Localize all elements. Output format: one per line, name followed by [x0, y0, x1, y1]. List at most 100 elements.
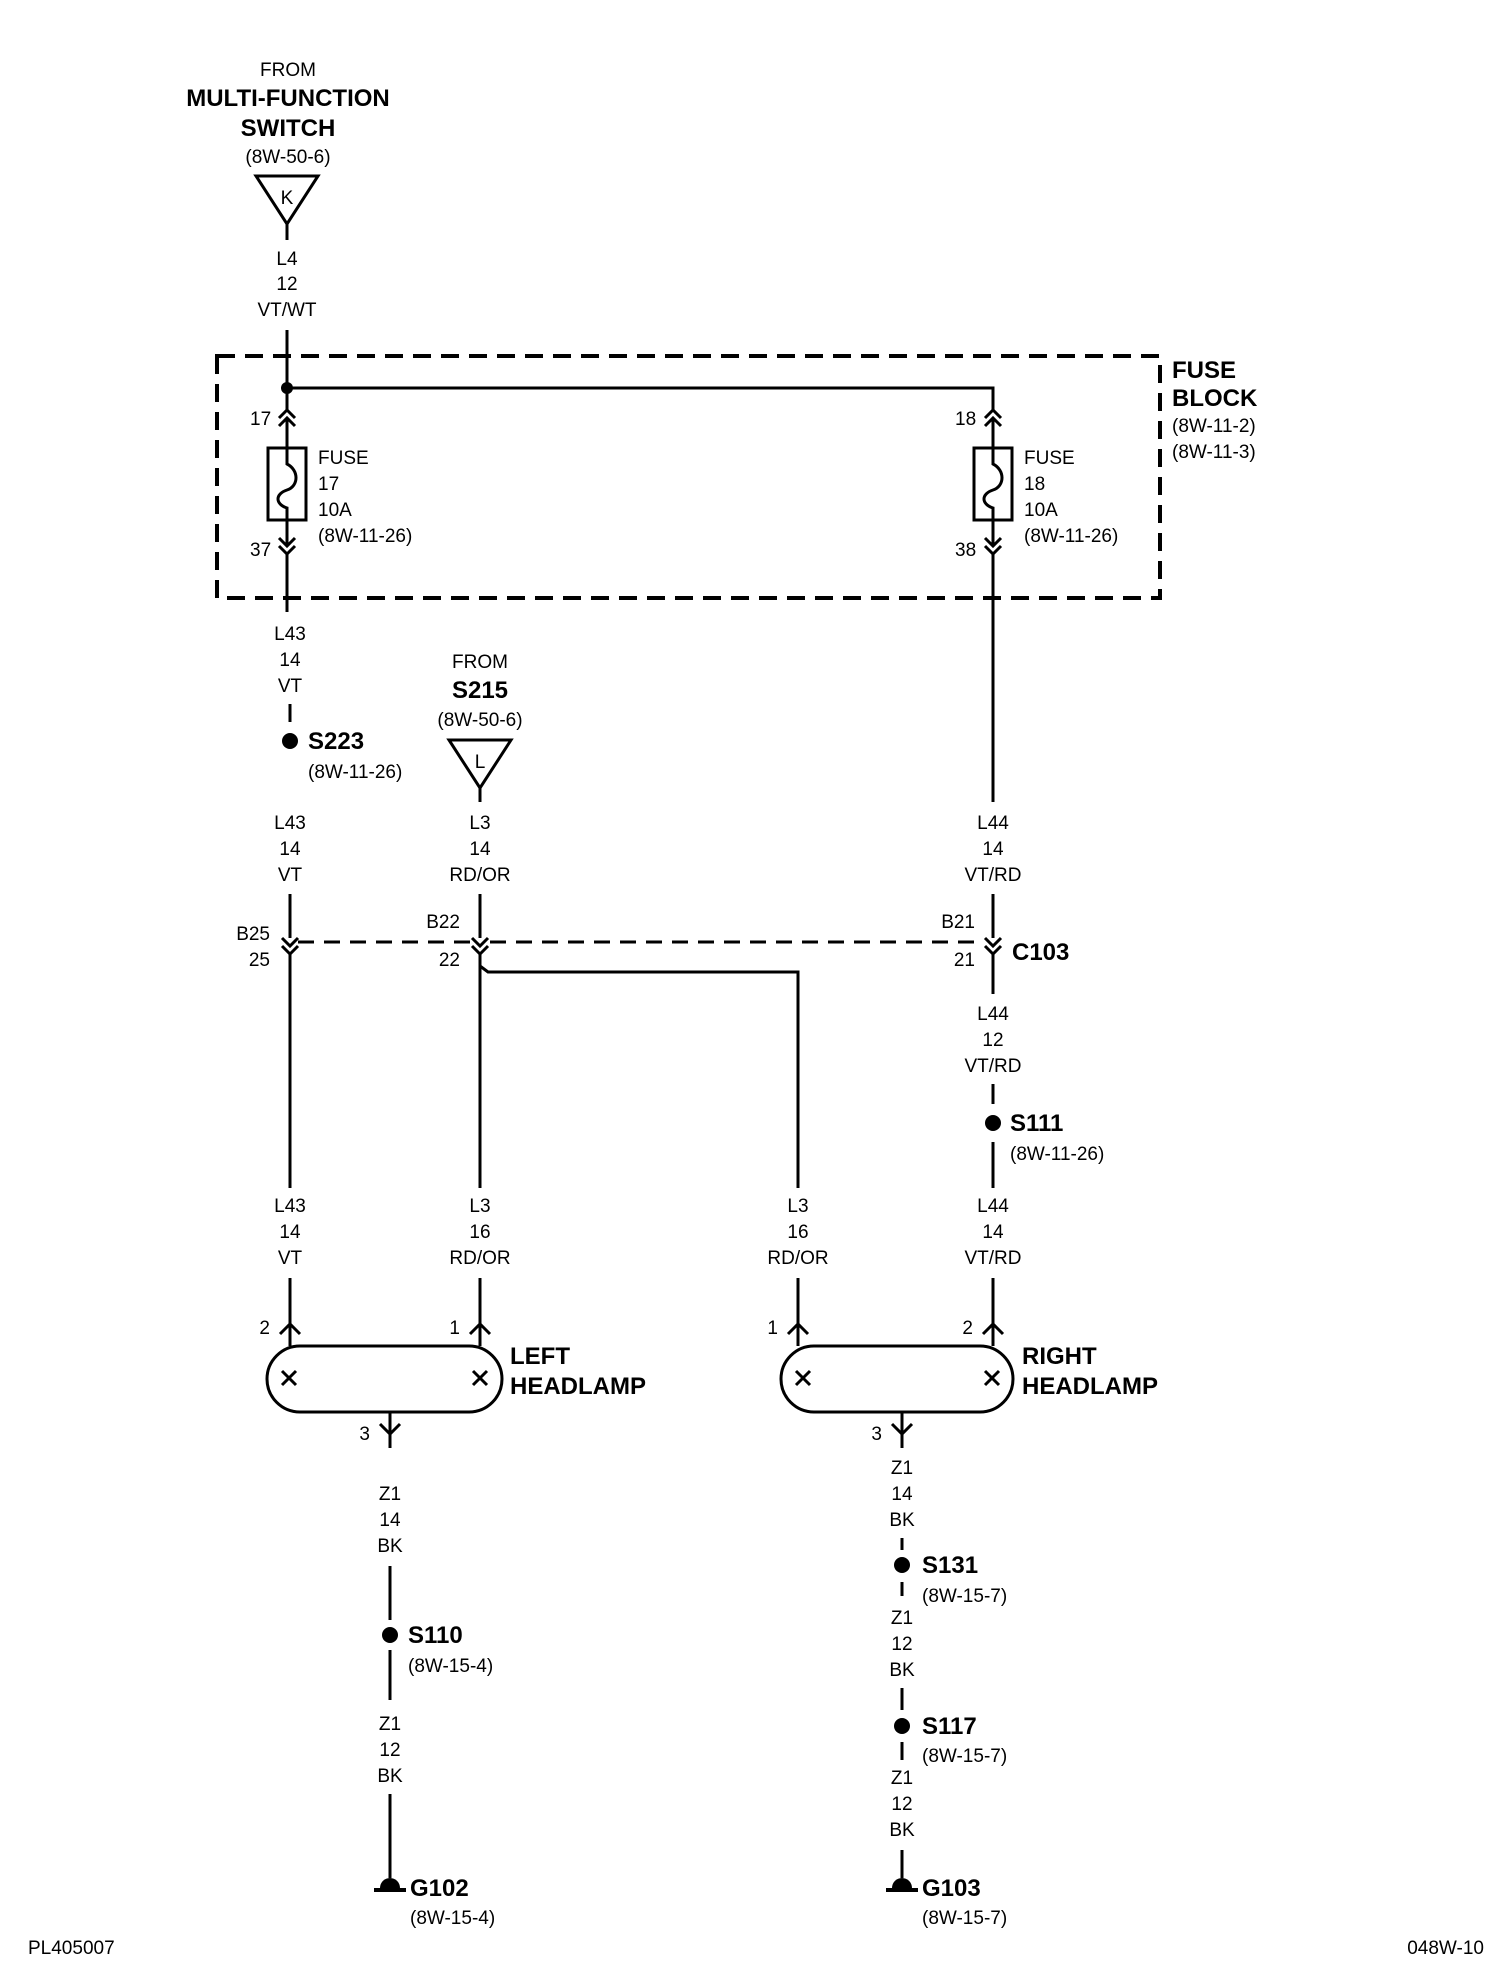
splice-s111-ref: (8W-11-26): [1010, 1144, 1104, 1165]
wire-l44c-circuit: L44: [977, 1196, 1009, 1217]
ground-g102-name: G102: [410, 1875, 469, 1902]
fuse-element: [982, 448, 1004, 520]
fuse-18: 18 38 FUSE 18 10A (8W-11-26): [955, 407, 1118, 561]
wire-l44b-circuit: L44: [977, 1004, 1009, 1025]
fuse-18-label: FUSE: [1024, 448, 1075, 469]
wire-l43b-color: VT: [278, 865, 303, 886]
s215-ref: (8W-50-6): [437, 710, 522, 731]
ground-cap: [892, 1878, 912, 1888]
wire-l43c-gauge: 14: [279, 1222, 301, 1243]
fuse-18-ref: (8W-11-26): [1024, 526, 1118, 547]
splice-s111-name: S111: [1010, 1110, 1063, 1137]
fuse-18-pin-out: 38: [955, 540, 976, 561]
splice-s223-ref: (8W-11-26): [308, 762, 402, 783]
footer-left-code: PL405007: [28, 1938, 115, 1959]
splice-s223-dot: [282, 733, 298, 749]
lh-ground-wire-circuit: Z1: [379, 1484, 401, 1505]
wire-l3d-color: RD/OR: [767, 1248, 828, 1269]
fuse-17-pin-in: 17: [250, 409, 271, 430]
ground-g102-symbol: [374, 1878, 406, 1892]
c103-pin-b25: B25: [236, 924, 270, 945]
fuse-17-number: 17: [318, 474, 339, 495]
lamp-body: [779, 1344, 1015, 1414]
splice-s223-name: S223: [308, 728, 364, 755]
pin-chevron: [470, 936, 490, 949]
pin-chevron: [983, 936, 1003, 949]
wire-l43b-circuit: L43: [274, 813, 306, 834]
wire-l3c-circuit: L3: [469, 1196, 490, 1217]
right-headlamp: 1 2 RIGHT HEADLAMP 3: [767, 1318, 1158, 1448]
source-name-line2: SWITCH: [241, 115, 336, 142]
wire-l3c-color: RD/OR: [449, 1248, 510, 1269]
rh-ground-wire-c-gauge: 12: [891, 1794, 912, 1815]
connector-triangle-l: [446, 738, 514, 791]
splice-s131-ref: (8W-15-7): [922, 1586, 1007, 1607]
ground-g103-ref: (8W-15-7): [922, 1908, 1007, 1929]
footer-right-code: 048W-10: [1407, 1938, 1484, 1959]
lh-ground-wire-b-gauge: 12: [379, 1740, 400, 1761]
wire-l43-gauge: 14: [279, 650, 301, 671]
rh-ground-wire-b-circuit: Z1: [891, 1608, 913, 1629]
wire-l43-color: VT: [278, 676, 303, 697]
fuse-block-outline: [215, 354, 1162, 600]
splice-s111-dot: [985, 1115, 1001, 1131]
wire-l44-circuit: L44: [977, 813, 1009, 834]
pin-chevron: [280, 936, 300, 949]
wire-l4-gauge: 12: [276, 274, 297, 295]
fuse-18-number: 18: [1024, 474, 1045, 495]
pin-chevron: [277, 407, 297, 420]
wire-l3-circuit: L3: [469, 813, 490, 834]
wire-l43c-color: VT: [278, 1248, 303, 1269]
rh-ground-wire-a-gauge: 14: [891, 1484, 913, 1505]
ground-g103-name: G103: [922, 1875, 981, 1902]
fuse-block-title-line2: BLOCK: [1172, 385, 1258, 412]
wire-l4-circuit: L4: [276, 249, 298, 270]
left-headlamp-pin-b: 1: [449, 1318, 460, 1339]
right-headlamp-pin-a: 1: [767, 1318, 778, 1339]
fuse-17-pin-out: 37: [250, 540, 271, 561]
lamp-filament-x: [794, 1369, 812, 1387]
source-name-line1: MULTI-FUNCTION: [186, 85, 390, 112]
rh-ground-wire-b-gauge: 12: [891, 1634, 912, 1655]
ground-g103-symbol: [886, 1878, 918, 1892]
c103-chevrons: [280, 936, 1003, 957]
rh-ground-wire-a-color: BK: [889, 1510, 915, 1531]
wire-l43c-circuit: L43: [274, 1196, 306, 1217]
left-headlamp-pin-a: 2: [259, 1318, 270, 1339]
fuse-18-pin-in: 18: [955, 409, 976, 430]
wire-l3-lower-right: [479, 964, 800, 1188]
fuse-17: 17 37 FUSE 17 10A (8W-11-26): [250, 407, 412, 561]
wire-l44-color: VT/RD: [965, 865, 1022, 886]
wire-l43-circuit: L43: [274, 624, 306, 645]
wire-l44-gauge: 14: [982, 839, 1004, 860]
right-headlamp-pin-b: 2: [962, 1318, 973, 1339]
right-headlamp-label-line2: HEADLAMP: [1022, 1373, 1158, 1400]
fuse-17-ref: (8W-11-26): [318, 526, 412, 547]
splice-s131-dot: [894, 1557, 910, 1573]
wire-l44c-color: VT/RD: [965, 1248, 1022, 1269]
rh-ground-wire-c-circuit: Z1: [891, 1768, 913, 1789]
c103-pin-b22: B22: [426, 912, 460, 933]
c103-pin-21: 21: [954, 950, 975, 971]
left-headlamp-pin-ground: 3: [359, 1424, 370, 1445]
wire-l3d-circuit: L3: [787, 1196, 808, 1217]
splice-s131-name: S131: [922, 1552, 978, 1579]
wire-l44b-gauge: 12: [982, 1030, 1003, 1051]
fuse-block-title-line1: FUSE: [1172, 357, 1236, 384]
splice-s117-name: S117: [922, 1713, 977, 1740]
splice-s110-name: S110: [408, 1622, 463, 1649]
fuse-element: [276, 448, 298, 520]
c103-name: C103: [1012, 939, 1069, 966]
right-headlamp-label-line1: RIGHT: [1022, 1343, 1097, 1370]
wire-l3c-gauge: 16: [469, 1222, 490, 1243]
left-headlamp: 2 1 LEFT HEADLAMP 3: [259, 1318, 646, 1448]
lamp-filament-x: [983, 1369, 1001, 1387]
connector-l-label: L: [475, 752, 486, 773]
source-ref: (8W-50-6): [245, 147, 330, 168]
rh-ground-wire-a-circuit: Z1: [891, 1458, 913, 1479]
fuse-block-ref2: (8W-11-3): [1172, 442, 1256, 463]
s215-name: S215: [452, 677, 508, 704]
wire-l44b-color: VT/RD: [965, 1056, 1022, 1077]
from-label: FROM: [260, 60, 316, 81]
